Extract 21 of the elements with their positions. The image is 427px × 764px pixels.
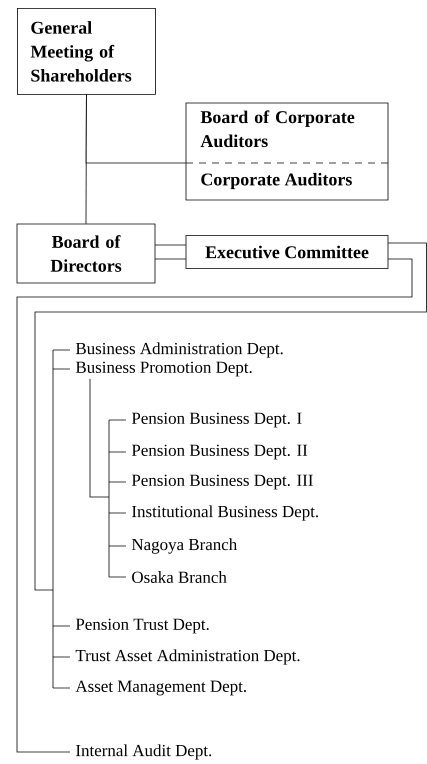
org-box: General Meeting of Shareholders [17, 8, 156, 95]
department-label: Asset Management Dept. [76, 680, 246, 696]
department-label: Institutional Business Dept. [132, 505, 318, 521]
department-label: Pension Business Dept. I [132, 412, 302, 428]
department-label: Business Promotion Dept. [76, 362, 252, 376]
org-box: Executive Committee [186, 235, 388, 269]
department-label: Osaka Branch [132, 571, 227, 583]
connector-line [16, 258, 412, 752]
department-label: Business Administration Dept. [76, 342, 283, 358]
org-box: Board of Directors [16, 224, 156, 284]
department-label: Internal Audit Dept. [76, 744, 212, 760]
department-label: Nagoya Branch [132, 538, 237, 554]
connector-line [86, 94, 186, 164]
connector-line [155, 244, 186, 260]
org-box: Board of Corporate Auditors Corporate Auditors [186, 102, 388, 200]
connector-line [90, 378, 126, 578]
department-label: Pension Trust Dept. [76, 618, 209, 634]
department-label: Pension Business Dept. II [132, 444, 308, 460]
department-label: Trust Asset Administration Dept. [76, 649, 300, 665]
department-label: Pension Business Dept. III [132, 474, 313, 490]
connector-line [34, 242, 427, 688]
